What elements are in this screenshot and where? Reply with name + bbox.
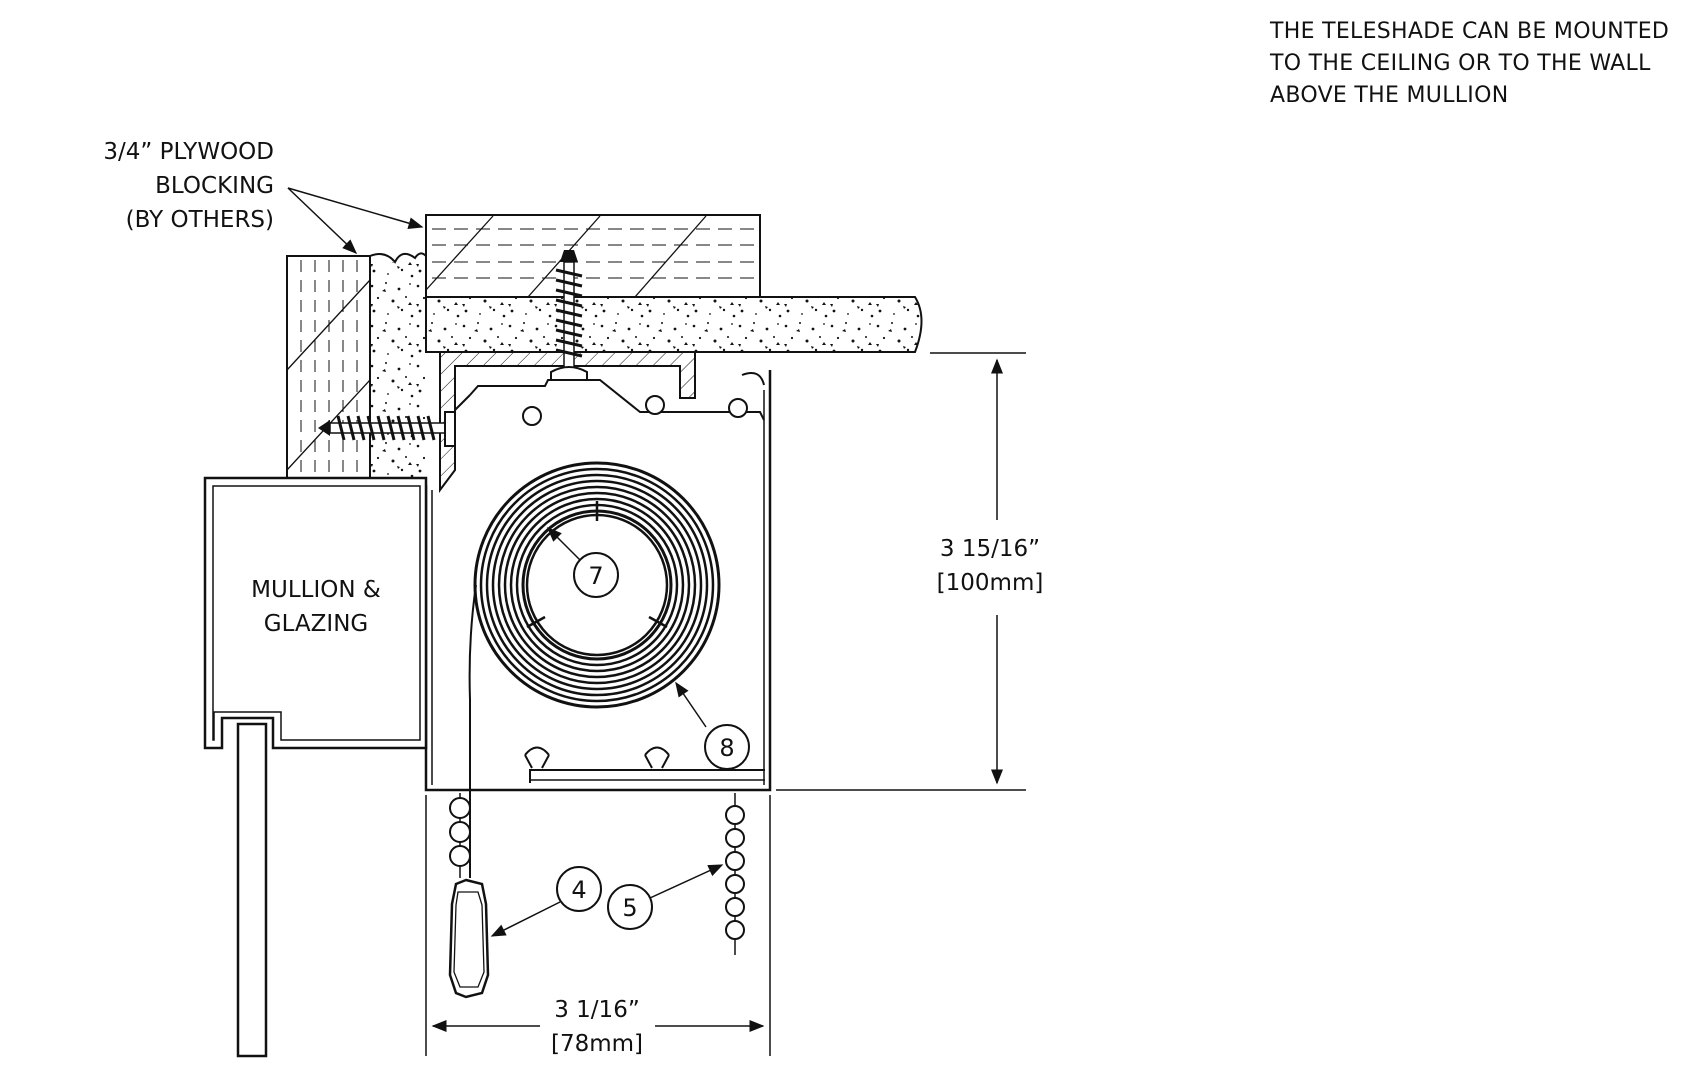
- callout-8: [675, 681, 750, 770]
- concrete-wall-fill: [370, 262, 426, 478]
- plywood-label-line-2: BLOCKING: [155, 173, 274, 199]
- plywood-label-line-3: (BY OTHERS): [126, 207, 274, 233]
- callout-7-number: 7: [588, 562, 603, 590]
- width-dimension-metric: [78mm]: [551, 1031, 643, 1057]
- callout-5-number: 5: [622, 894, 637, 922]
- right-bead-chain: [725, 793, 745, 955]
- mounting-note-line-3: ABOVE THE MULLION: [1270, 83, 1509, 108]
- width-dimension: [425, 795, 771, 1056]
- height-dimension-imperial: 3 15/16”: [940, 536, 1040, 562]
- width-dimension-imperial: 3 1/16”: [554, 997, 640, 1023]
- wall-plywood-blocking: [286, 255, 371, 479]
- wall-screw: [318, 411, 456, 447]
- callout-4: [490, 866, 602, 937]
- plywood-label-line-1: 3/4” PLYWOOD: [103, 139, 274, 165]
- callout-5: [607, 864, 724, 930]
- mounting-note-line-1: THE TELESHADE CAN BE MOUNTED: [1270, 19, 1670, 44]
- ceiling-screw: [550, 250, 588, 381]
- headbox-housing: [424, 370, 772, 792]
- mullion-label-line-2: GLAZING: [264, 611, 368, 637]
- ceiling-plywood-blocking: [425, 214, 761, 298]
- plywood-leader-lines: [287, 187, 424, 255]
- mullion-label-line-1: MULLION &: [251, 577, 381, 603]
- mounting-bracket: [439, 351, 696, 493]
- mullion-profile: [203, 476, 428, 1058]
- mounting-note: THE TELESHADE CAN BE MOUNTED TO THE CEIL…: [1270, 16, 1669, 112]
- mounting-note-line-2: TO THE CEILING OR TO THE WALL: [1270, 51, 1651, 76]
- concrete-wall-edge: [369, 252, 427, 264]
- pull-weight: [448, 878, 490, 999]
- callout-8-number: 8: [719, 734, 734, 762]
- concrete-ceiling-slab: [425, 296, 923, 353]
- callout-4-number: 4: [571, 876, 586, 904]
- left-bead-chain: [449, 793, 471, 878]
- callout-7: [546, 526, 619, 598]
- height-dimension: [776, 352, 1026, 791]
- fabric-drop: [468, 584, 477, 878]
- fabric-roll: [473, 461, 721, 709]
- height-dimension-metric: [100mm]: [937, 570, 1044, 596]
